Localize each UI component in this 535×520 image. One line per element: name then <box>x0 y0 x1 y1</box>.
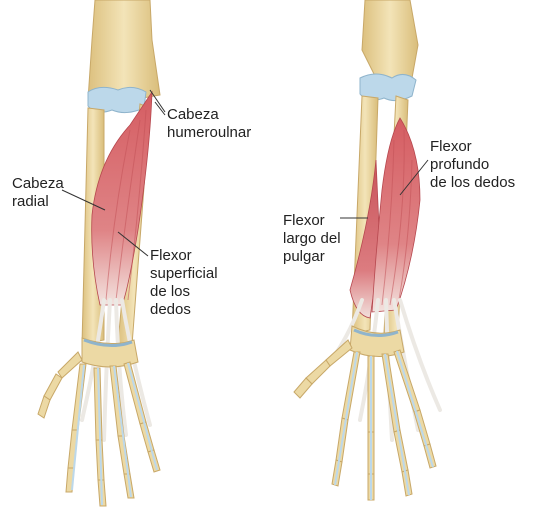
right-flexor-profundus-muscle <box>372 118 420 312</box>
left-forearm <box>38 0 165 506</box>
right-humerus <box>362 0 418 82</box>
label-cabeza-radial: Cabeza radial <box>12 175 64 211</box>
label-cabeza-humeroulnar: Cabeza humeroulnar <box>167 106 251 142</box>
left-humerus <box>88 0 160 102</box>
label-flexor-largo-pulgar: Flexor largo del pulgar <box>283 212 341 266</box>
left-fingers <box>66 362 160 506</box>
right-thumb <box>294 340 352 398</box>
label-flexor-superficial: Flexor superficial de los dedos <box>150 247 218 319</box>
label-flexor-profundo: Flexor profundo de los dedos <box>430 138 515 192</box>
